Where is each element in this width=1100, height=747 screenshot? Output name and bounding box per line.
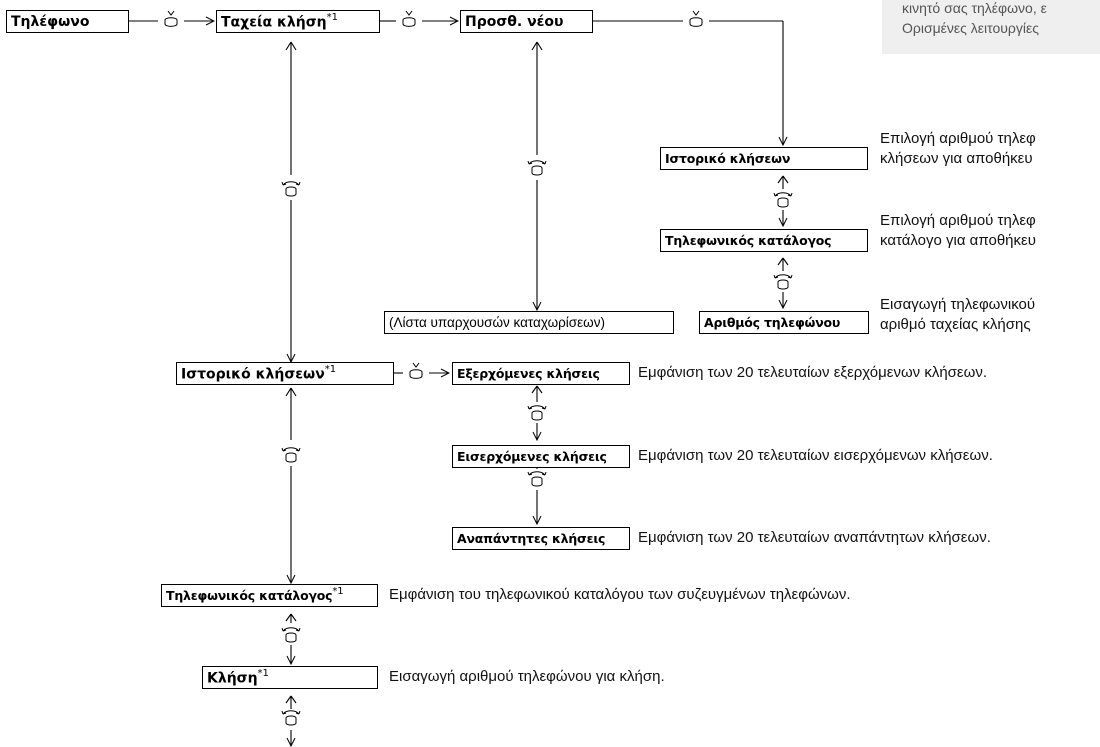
node-label: Τηλεφωνικός κατάλογος xyxy=(665,233,832,248)
node-label: Τηλέφωνο xyxy=(11,13,90,30)
rotate-dial-icon xyxy=(527,471,547,487)
description-sd-phonebook: Επιλογή αριθμού τηλεφ κατάλογο για αποθή… xyxy=(880,211,1036,251)
node-label: (Λίστα υπαρχουσών καταχωρίσεων) xyxy=(389,315,605,330)
description-line: αριθμό ταχείας κλήσης xyxy=(880,316,1031,333)
menu-node-missed-calls[interactable]: Αναπάντητες κλήσεις xyxy=(452,527,630,550)
rotate-dial-icon xyxy=(527,405,547,421)
description-outgoing: Εμφάνιση των 20 τελευταίων εξερχόμενων κ… xyxy=(638,364,987,381)
node-label: Αναπάντητες κλήσεις xyxy=(457,531,606,546)
menu-node-speed-dial[interactable]: Ταχεία κλήση*1 xyxy=(216,10,380,33)
description-line: κατάλογο για αποθήκευ xyxy=(880,232,1036,249)
node-label: Αριθμός τηλεφώνου xyxy=(704,315,841,330)
node-label: Τηλεφωνικός κατάλογος xyxy=(166,588,333,604)
rotate-dial-icon xyxy=(773,274,793,290)
node-label: Ταχεία κλήση xyxy=(221,14,327,31)
press-dial-icon xyxy=(409,362,423,379)
menu-node-call-history[interactable]: Ιστορικό κλήσεων*1 xyxy=(176,362,394,385)
menu-node-phonebook[interactable]: Τηλεφωνικός κατάλογος*1 xyxy=(161,584,378,607)
press-dial-icon xyxy=(164,10,178,27)
existing-entries-list[interactable]: (Λίστα υπαρχουσών καταχωρίσεων) xyxy=(384,311,674,334)
description-phonebook: Εμφάνιση του τηλεφωνικού καταλόγου των σ… xyxy=(389,586,851,603)
menu-node-sd-phonebook[interactable]: Τηλεφωνικός κατάλογος xyxy=(660,229,868,252)
rotate-dial-icon xyxy=(281,181,301,197)
info-note-line: Ορισμένες λειτουργίες xyxy=(902,20,1039,36)
node-label: Κλήση xyxy=(207,670,258,687)
rotate-dial-icon xyxy=(281,447,301,463)
menu-node-sd-call-history[interactable]: Ιστορικό κλήσεων xyxy=(660,147,868,170)
rotate-dial-icon xyxy=(527,160,547,176)
menu-node-add-new[interactable]: Προσθ. νέου xyxy=(460,10,593,33)
description-incoming: Εμφάνιση των 20 τελευταίων εισερχόμενων … xyxy=(638,447,993,464)
description-line: Επιλογή αριθμού τηλεφ xyxy=(880,130,1036,147)
rotate-dial-icon xyxy=(773,192,793,208)
press-dial-icon xyxy=(402,10,416,27)
description-missed: Εμφάνιση των 20 τελευταίων αναπάντητων κ… xyxy=(638,529,991,546)
footnote-mark: *1 xyxy=(257,667,269,679)
rotate-dial-icon xyxy=(281,710,301,726)
footnote-mark: *1 xyxy=(332,586,344,598)
description-line: Επιλογή αριθμού τηλεφ xyxy=(880,212,1036,229)
menu-node-outgoing-calls[interactable]: Εξερχόμενες κλήσεις xyxy=(452,362,630,385)
menu-node-dial[interactable]: Κλήση*1 xyxy=(202,666,378,689)
info-note: κινητό σας τηλέφωνο, ε Ορισμένες λειτουρ… xyxy=(882,0,1100,54)
info-note-line: κινητό σας τηλέφωνο, ε xyxy=(902,0,1047,16)
description-line: κλήσεων για αποθήκευ xyxy=(880,150,1033,167)
node-label: Ιστορικό κλήσεων xyxy=(665,151,791,166)
footnote-mark: *1 xyxy=(324,363,337,375)
rotate-dial-icon xyxy=(281,627,301,643)
description-line: Εισαγωγή τηλεφωνικού xyxy=(880,296,1036,313)
node-label: Προσθ. νέου xyxy=(465,13,564,30)
description-sd-call-history: Επιλογή αριθμού τηλεφ κλήσεων για αποθήκ… xyxy=(880,129,1036,169)
description-dial: Εισαγωγή αριθμού τηλεφώνου για κλήση. xyxy=(389,668,665,685)
node-label: Εξερχόμενες κλήσεις xyxy=(457,366,600,381)
menu-node-incoming-calls[interactable]: Εισερχόμενες κλήσεις xyxy=(452,445,630,468)
press-dial-icon xyxy=(689,10,703,27)
node-label: Ιστορικό κλήσεων xyxy=(181,366,325,383)
menu-node-sd-phone-number[interactable]: Αριθμός τηλεφώνου xyxy=(699,311,869,334)
node-label: Εισερχόμενες κλήσεις xyxy=(457,449,607,464)
menu-node-phone[interactable]: Τηλέφωνο xyxy=(6,10,129,33)
footnote-mark: *1 xyxy=(326,11,338,23)
description-sd-phone-number: Εισαγωγή τηλεφωνικού αριθμό ταχείας κλήσ… xyxy=(880,295,1035,335)
